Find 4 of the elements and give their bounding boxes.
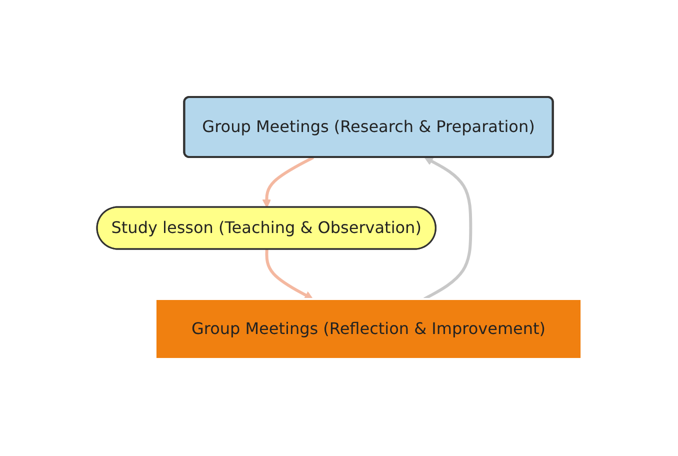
arrow [262,156,314,208]
arrow [423,157,472,300]
node-box: Group Meetings (Reflection & Improvement) [154,298,582,360]
arrow [264,249,313,300]
